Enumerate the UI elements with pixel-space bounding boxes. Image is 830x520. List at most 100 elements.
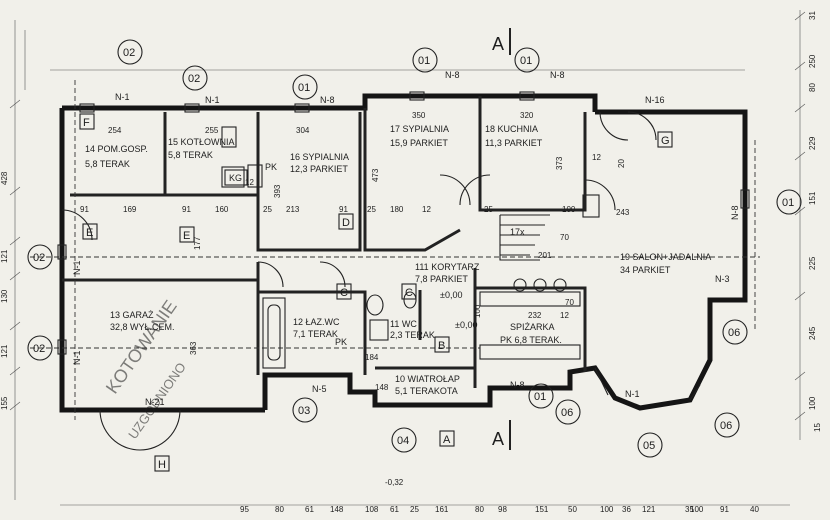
section-marks: A A xyxy=(492,28,511,450)
dim-inner: 91 xyxy=(182,205,191,214)
letter-tag-G: G xyxy=(657,131,673,148)
letter-tag-B: B xyxy=(434,336,450,353)
dim-inner: 25 xyxy=(484,205,493,214)
svg-text:7,8 PARKIET: 7,8 PARKIET xyxy=(415,274,468,284)
room-11: 11 WC 2,3 TERAK xyxy=(390,319,435,340)
level-label-1: ±0,00 xyxy=(455,320,477,330)
axis-tag-label: 01 xyxy=(520,55,532,67)
dim-inner: 121 xyxy=(0,344,9,358)
dim-bottom: 80 xyxy=(475,505,484,514)
wall-code: N-5 xyxy=(312,384,327,394)
dim-bottom: 35 xyxy=(685,505,694,514)
dim-bottom: 121 xyxy=(642,505,656,514)
svg-text:111 KORYTARZ: 111 KORYTARZ xyxy=(415,262,480,272)
letter-tag-label: G xyxy=(661,135,670,147)
dim-inner: 100 xyxy=(473,304,482,318)
dim-inner: 184 xyxy=(365,353,379,362)
axis-tag-label: 06 xyxy=(720,420,732,432)
dim-inner: 155 xyxy=(0,396,9,410)
svg-text:11 WC: 11 WC xyxy=(390,319,417,329)
axis-tag-06: 06 xyxy=(555,399,581,425)
dim-bottom: 100 xyxy=(690,505,704,514)
dim-bottom: 25 xyxy=(410,505,419,514)
dim-inner: 232 xyxy=(528,311,542,320)
axis-tag-label: 02 xyxy=(188,73,200,85)
stair-label: 17x xyxy=(510,227,525,237)
room-111: 111 KORYTARZ 7,8 PARKIET xyxy=(415,262,480,284)
letter-tag-label: C xyxy=(340,287,348,299)
letter-tag-H: H xyxy=(154,455,170,472)
axis-tag-01: 01 xyxy=(514,47,540,73)
svg-text:10 WIATROŁAP: 10 WIATROŁAP xyxy=(395,374,460,384)
dim-bottom: 108 xyxy=(365,505,379,514)
axis-tag-02: 02 xyxy=(27,335,53,361)
dim-bottom: 80 xyxy=(275,505,284,514)
wall-code: N-1 xyxy=(72,260,82,275)
svg-text:5,8 TERAK: 5,8 TERAK xyxy=(168,150,213,160)
dim-inner: 177 xyxy=(193,236,202,250)
dim-right: 245 xyxy=(808,326,817,340)
dim-right: 250 xyxy=(808,54,817,68)
dim-bottom: 40 xyxy=(750,505,759,514)
room-labels: 14 POM.GOSP. 5,8 TERAK 15 KOTŁOWNIA 5,8 … xyxy=(85,124,711,487)
axis-tag-03: 03 xyxy=(292,397,318,423)
svg-text:PK 6,8 TERAK.: PK 6,8 TERAK. xyxy=(500,335,562,345)
wall-code: N-8 xyxy=(510,380,525,390)
wall-code: N-1 xyxy=(72,350,82,365)
dim-inner: 180 xyxy=(390,205,404,214)
dim-inner: 201 xyxy=(538,251,552,260)
letter-tag-A: A xyxy=(439,430,455,447)
axis-tag-label: 02 xyxy=(123,47,135,59)
dim-inner: 363 xyxy=(189,341,198,355)
dim-inner: 130 xyxy=(0,289,9,303)
axis-tag-01: 01 xyxy=(528,383,554,409)
axis-tag-label: 02 xyxy=(33,343,45,355)
dim-inner: 25 xyxy=(367,205,376,214)
axis-tag-02: 02 xyxy=(117,39,143,65)
dim-bottom: 151 xyxy=(535,505,549,514)
dim-inner: 473 xyxy=(371,168,380,182)
dim-inner: 243 xyxy=(616,208,630,217)
kg-label: KG xyxy=(229,173,242,183)
dim-inner: 70 xyxy=(565,298,574,307)
dim-inner: 12 xyxy=(560,311,569,320)
dim-right: 151 xyxy=(808,191,817,205)
axis-tag-01: 01 xyxy=(412,47,438,73)
room-pantry: SPIŻARKA PK 6,8 TERAK. xyxy=(500,322,562,345)
dim-right: 80 xyxy=(808,83,817,92)
svg-text:7,1 TERAK: 7,1 TERAK xyxy=(293,329,338,339)
svg-text:16 SYPIALNIA: 16 SYPIALNIA xyxy=(290,152,349,162)
dim-right: 225 xyxy=(808,256,817,270)
dim-bottom: 61 xyxy=(390,505,399,514)
dim-right: 229 xyxy=(808,136,817,150)
axis-tag-label: 06 xyxy=(561,407,573,419)
svg-text:34 PARKIET: 34 PARKIET xyxy=(620,265,671,275)
wall-code: N-1 xyxy=(115,92,130,102)
dim-inner: 169 xyxy=(123,205,137,214)
svg-text:32,8 WYŁ.CEM.: 32,8 WYŁ.CEM. xyxy=(110,322,175,332)
level-label-2: ±0,00 xyxy=(440,290,462,300)
svg-text:13 GARAŻ: 13 GARAŻ xyxy=(110,310,154,320)
axis-tag-02: 02 xyxy=(27,244,53,270)
room-10: 10 WIATROŁAP 5,1 TERAKOTA xyxy=(395,374,460,396)
dim-bottom: 98 xyxy=(498,505,507,514)
axis-tag-label: 01 xyxy=(782,197,794,209)
axis-tag-06: 06 xyxy=(722,319,748,345)
wall-code: N-8 xyxy=(730,205,740,220)
dim-inner: 12 xyxy=(245,178,254,187)
room-17: 17 SYPIALNIA 15,9 PARKIET xyxy=(390,124,449,148)
axis-tag-label: 01 xyxy=(418,55,430,67)
dim-inner: 320 xyxy=(520,111,534,120)
dim-right: 31 xyxy=(808,11,817,20)
dim-inner: 91 xyxy=(80,205,89,214)
letter-tag-E: E xyxy=(179,226,195,243)
dim-bottom: 95 xyxy=(240,505,249,514)
svg-text:15 KOTŁOWNIA: 15 KOTŁOWNIA xyxy=(168,137,235,147)
wall-code: N-8 xyxy=(320,95,335,105)
letter-tag-F: F xyxy=(79,113,95,130)
svg-text:5,8 TERAK: 5,8 TERAK xyxy=(85,159,130,169)
axis-tag-label: 01 xyxy=(534,391,546,403)
room-14: 14 POM.GOSP. 5,8 TERAK xyxy=(85,144,148,169)
